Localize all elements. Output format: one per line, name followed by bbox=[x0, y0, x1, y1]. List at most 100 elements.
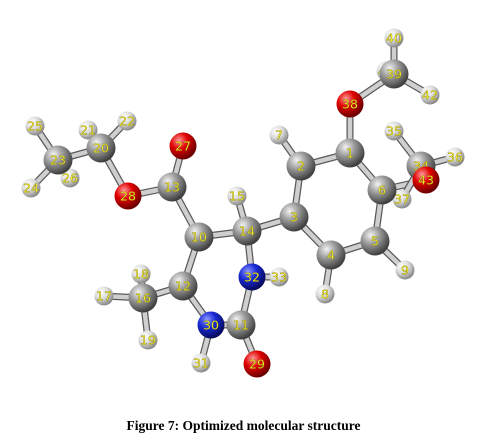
atom-38: 38 bbox=[336, 90, 364, 118]
atom-27-label: 27 bbox=[175, 139, 191, 154]
atom-19: 19 bbox=[138, 330, 158, 350]
molecular-structure-figure: 7891517181921222425263133353637404142123… bbox=[21, 28, 465, 378]
atom-12-label: 12 bbox=[175, 279, 191, 294]
atom-20-label: 20 bbox=[93, 141, 109, 156]
atom-18-label: 18 bbox=[133, 267, 149, 282]
atom-23-label: 23 bbox=[50, 153, 66, 168]
atom-8-sphere bbox=[315, 284, 335, 304]
atom-38-sphere bbox=[336, 90, 364, 118]
atom-8-label: 8 bbox=[321, 287, 329, 302]
atom-13: 13 bbox=[157, 172, 187, 202]
atom-4-sphere bbox=[316, 240, 346, 270]
atom-33-sphere bbox=[269, 267, 289, 287]
atom-2: 2 bbox=[286, 151, 316, 181]
atom-39-label: 39 bbox=[386, 67, 402, 82]
atom-12-sphere bbox=[168, 271, 198, 301]
atom-42-sphere bbox=[420, 85, 440, 105]
atom-4-label: 4 bbox=[327, 248, 335, 263]
atom-15-sphere bbox=[227, 186, 247, 206]
atom-9-label: 9 bbox=[401, 263, 409, 278]
atom-31: 31 bbox=[191, 353, 211, 373]
atom-6-label: 6 bbox=[378, 183, 386, 198]
atom-14-label: 14 bbox=[239, 224, 255, 239]
atom-1-sphere bbox=[335, 138, 365, 168]
atom-10-label: 10 bbox=[191, 230, 207, 245]
atom-42: 42 bbox=[420, 85, 440, 105]
atom-19-label: 19 bbox=[140, 333, 156, 348]
atom-7-label: 7 bbox=[275, 128, 283, 143]
atom-36: 36 bbox=[445, 147, 465, 167]
atom-21: 21 bbox=[78, 120, 98, 140]
atom-20: 20 bbox=[86, 133, 116, 163]
atom-43: 43 bbox=[412, 166, 440, 194]
atom-24: 24 bbox=[21, 178, 41, 198]
figure-caption: Figure 7: Optimized molecular structure bbox=[126, 418, 361, 433]
atom-11-sphere bbox=[226, 310, 256, 340]
atom-3: 3 bbox=[279, 202, 309, 232]
atom-42-label: 42 bbox=[422, 88, 438, 103]
atom-29-label: 29 bbox=[249, 357, 265, 372]
atom-40: 40 bbox=[384, 28, 404, 48]
atom-38-label: 38 bbox=[342, 97, 358, 112]
atom-30-sphere bbox=[197, 311, 225, 339]
atom-23-sphere bbox=[43, 145, 73, 175]
atom-37-label: 37 bbox=[394, 192, 410, 207]
atom-40-sphere bbox=[384, 28, 404, 48]
atom-43-label: 43 bbox=[418, 173, 434, 188]
atom-21-label: 21 bbox=[80, 123, 96, 138]
atom-36-label: 36 bbox=[447, 150, 463, 165]
atom-26-sphere bbox=[60, 168, 80, 188]
atom-6: 6 bbox=[367, 175, 397, 205]
atom-3-label: 3 bbox=[290, 210, 298, 225]
atom-33: 33 bbox=[269, 267, 289, 287]
atom-29: 29 bbox=[243, 350, 271, 378]
atom-35: 35 bbox=[384, 121, 404, 141]
atom-43-sphere bbox=[412, 166, 440, 194]
atom-6-sphere bbox=[367, 175, 397, 205]
atom-8: 8 bbox=[315, 284, 335, 304]
atom-15: 15 bbox=[227, 186, 247, 206]
atom-11-label: 11 bbox=[233, 318, 249, 333]
atom-23: 23 bbox=[43, 145, 73, 175]
atom-12: 12 bbox=[168, 271, 198, 301]
atom-5-label: 5 bbox=[371, 234, 379, 249]
atom-16: 16 bbox=[128, 283, 158, 313]
atom-24-sphere bbox=[21, 178, 41, 198]
atom-26: 26 bbox=[60, 168, 80, 188]
atom-31-sphere bbox=[191, 353, 211, 373]
atom-16-sphere bbox=[128, 283, 158, 313]
atom-3-sphere bbox=[279, 202, 309, 232]
atom-7: 7 bbox=[269, 125, 289, 145]
atom-37-sphere bbox=[392, 189, 412, 209]
atom-27-sphere bbox=[169, 132, 197, 160]
atom-14: 14 bbox=[232, 216, 262, 246]
atom-32-sphere bbox=[238, 263, 266, 291]
atom-32-label: 32 bbox=[244, 270, 260, 285]
atom-33-label: 33 bbox=[271, 270, 287, 285]
atom-5: 5 bbox=[360, 226, 390, 256]
atom-31-label: 31 bbox=[193, 356, 209, 371]
atom-25-sphere bbox=[25, 116, 45, 136]
atom-10: 10 bbox=[184, 222, 214, 252]
atom-36-sphere bbox=[445, 147, 465, 167]
atom-22: 22 bbox=[117, 111, 137, 131]
atom-13-sphere bbox=[157, 172, 187, 202]
atom-30: 30 bbox=[197, 311, 225, 339]
atom-17-sphere bbox=[94, 286, 114, 306]
atom-28: 28 bbox=[114, 182, 142, 210]
atom-27: 27 bbox=[169, 132, 197, 160]
atom-25: 25 bbox=[25, 116, 45, 136]
atom-4: 4 bbox=[316, 240, 346, 270]
atom-22-label: 22 bbox=[119, 114, 135, 129]
atom-21-sphere bbox=[78, 120, 98, 140]
atom-19-sphere bbox=[138, 330, 158, 350]
atom-17: 17 bbox=[94, 286, 114, 306]
atom-16-label: 16 bbox=[135, 291, 151, 306]
atom-32: 32 bbox=[238, 263, 266, 291]
atom-29-sphere bbox=[243, 350, 271, 378]
atom-40-label: 40 bbox=[386, 31, 402, 46]
atom-39-sphere bbox=[379, 59, 409, 89]
atom-layer: 7891517181921222425263133353637404142123… bbox=[21, 28, 465, 378]
atom-15-label: 15 bbox=[229, 189, 245, 204]
atom-1: 1 bbox=[335, 138, 365, 168]
